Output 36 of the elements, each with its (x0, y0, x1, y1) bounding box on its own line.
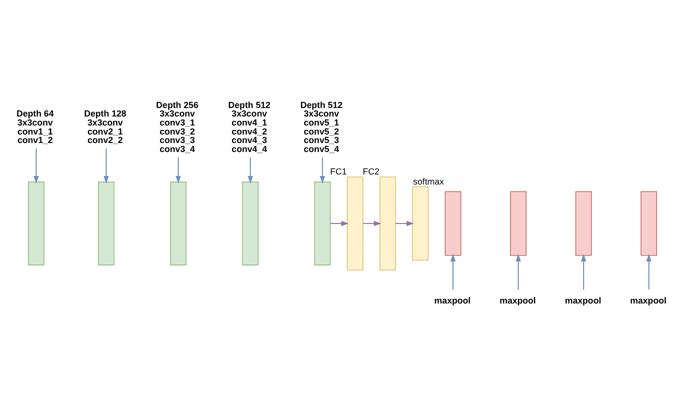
node-text: Depth 128 3x3conv conv2_1 conv2_2 (84, 108, 126, 145)
node-bar (380, 176, 396, 270)
arrow (176, 156, 181, 183)
node-bar (412, 186, 429, 260)
arrow (330, 220, 349, 226)
node-label: FC1 (330, 166, 347, 176)
node-bar (314, 181, 331, 265)
node-label: FC2 (362, 166, 380, 176)
node-bar (346, 176, 364, 270)
node-text: maxpool (434, 295, 471, 306)
node-text: maxpool (500, 295, 536, 306)
node-bar (28, 181, 44, 265)
node-bar (242, 181, 259, 265)
arrow (396, 220, 414, 226)
node-bar (98, 181, 114, 265)
node-bar (640, 190, 657, 256)
arrow (320, 156, 326, 183)
node-text: Depth 512 3x3conv conv5_1 conv5_2 conv5_3 conv5_4 (300, 99, 343, 154)
node-text: Depth 256 3x3conv conv3_1 conv3_2 conv3_3 conv3_4 (156, 99, 198, 154)
arrow (104, 148, 109, 183)
node-bar (444, 190, 462, 256)
node-text: maxpool (630, 295, 666, 306)
node-bar (170, 181, 186, 265)
node-text: maxpool (564, 295, 602, 306)
arrow (580, 254, 586, 290)
arrow (363, 220, 382, 226)
arrow (450, 254, 456, 290)
node-bar (510, 190, 526, 256)
node-label: softmax (413, 176, 444, 186)
arrow (34, 148, 39, 183)
arrow (646, 254, 652, 290)
node-text: Depth 512 3x3conv conv4_1 conv4_2 conv4_3 conv4_4 (228, 99, 270, 154)
arrow (516, 254, 521, 290)
arrow (248, 156, 253, 183)
node-text: Depth 64 3x3conv conv1_1 conv1_2 (16, 108, 54, 145)
node-bar (575, 190, 592, 256)
